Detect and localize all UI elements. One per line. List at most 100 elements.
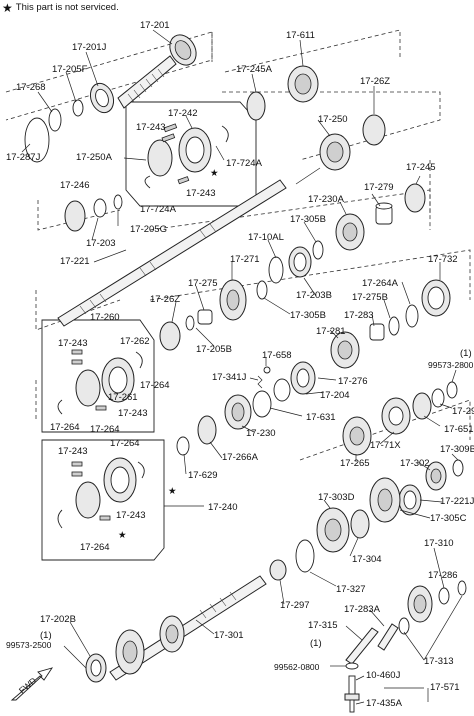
part-label: 17-264 <box>90 424 120 435</box>
hub-17-71X <box>381 397 411 435</box>
snap-ring-17-205G <box>113 194 123 210</box>
part-label: 17-243 <box>116 510 146 521</box>
fwd-arrow-icon: FWD <box>10 667 54 701</box>
part-label: 17-266A <box>222 452 259 463</box>
ring-17-286-side <box>457 580 467 596</box>
part-label: 17-279 <box>364 182 394 193</box>
ring-17-291 <box>431 388 445 408</box>
part-label: 17-341J <box>212 372 247 383</box>
ring-17-264A <box>405 304 419 328</box>
part-label: 17-264 <box>140 380 170 391</box>
reverse-idler-gear-17-286 <box>407 585 433 623</box>
part-label: 17-629 <box>188 470 218 481</box>
part-label: 17-315 <box>308 620 338 631</box>
part-label: 17-275 <box>188 278 218 289</box>
part-label: 17-205B <box>196 344 232 355</box>
part-label: 17-297 <box>280 600 310 611</box>
part-label: 17-261 <box>108 392 138 403</box>
ring-17-245 <box>404 183 426 213</box>
part-label: 17-732 <box>428 254 458 265</box>
gear-17-303D <box>316 507 350 553</box>
part-label: 17-262 <box>120 336 150 347</box>
washer-99562-0800 <box>345 662 359 670</box>
shaft-17-315 <box>345 627 379 665</box>
part-label: 17-245 <box>406 162 436 173</box>
ring-17-313 <box>398 617 410 635</box>
synchro-assembly-17-240 <box>57 457 145 529</box>
part-label: 17-724A <box>226 158 263 169</box>
ring-17-26Z-top <box>362 114 386 146</box>
gear-17-265 <box>342 416 372 456</box>
ring-17-327 <box>295 539 315 573</box>
part-label: 17-276 <box>338 376 368 387</box>
part-label: 10-460J <box>366 670 401 681</box>
star-icon: ★ <box>118 530 127 541</box>
part-label: 17-435A <box>366 698 403 709</box>
part-label: 17-265 <box>340 458 370 469</box>
part-label: (1) <box>310 638 322 649</box>
part-label: 17-201 <box>140 20 170 31</box>
gear-17-305C <box>369 477 401 523</box>
part-label: 17-230 <box>246 428 276 439</box>
part-label: 99562-0800 <box>274 662 320 672</box>
ring-17-275B <box>388 316 400 336</box>
part-label: 17-310 <box>424 538 454 549</box>
main-shaft-17-221 <box>57 179 287 327</box>
part-label: 17-26Z <box>150 294 180 305</box>
gear-17-230A <box>335 213 365 251</box>
part-label: 17-571 <box>430 682 460 693</box>
part-label: 17-301 <box>214 630 244 641</box>
ring-17-245A <box>246 91 266 121</box>
ring-17-629 <box>176 436 190 456</box>
part-label: 17-250A <box>76 152 113 163</box>
part-label: 17-631 <box>306 412 336 423</box>
synchro-assembly-17-242 <box>144 123 229 189</box>
part-label: 17-271 <box>230 254 260 265</box>
ring-17-10AL <box>268 256 284 284</box>
fwd-label: FWD <box>17 675 38 695</box>
needle-bearing-17-203 <box>93 198 107 218</box>
star-icon: ★ <box>2 0 13 15</box>
part-label: 17-651 <box>444 424 474 435</box>
part-label: 17-246 <box>60 180 90 191</box>
part-label: 17-243 <box>136 122 166 133</box>
part-label: 17-201J <box>72 42 107 53</box>
part-label: 17-260 <box>90 312 120 323</box>
countershaft-17-301 <box>109 575 267 681</box>
part-label: 17-205G <box>130 224 167 235</box>
ring-17-246 <box>64 200 86 232</box>
spring-17-341J <box>257 375 263 389</box>
gear-17-271 <box>219 279 247 321</box>
ring-17-305B-lower <box>256 280 268 300</box>
part-label: 99573-2500 <box>6 640 52 650</box>
bearing-17-221J <box>398 484 422 516</box>
ring-17-266A <box>197 415 217 445</box>
gear-17-302 <box>425 461 447 491</box>
gear-17-250 <box>319 133 351 171</box>
ring-17-631 <box>252 390 272 418</box>
gear-17-611 <box>287 65 319 103</box>
part-label: 17-203 <box>86 238 116 249</box>
part-label: 17-287J <box>6 152 41 163</box>
not-serviced-note-text: This part is not serviced. <box>15 2 119 13</box>
bearing-17-297 <box>269 559 287 581</box>
assembly-box-17-240 <box>41 439 165 561</box>
part-label: 17-240 <box>208 502 238 513</box>
ring-17-309B <box>452 459 464 477</box>
part-label: 17-724A <box>140 204 177 215</box>
ring-17-268 <box>48 108 62 132</box>
part-label: 17-264 <box>80 542 110 553</box>
ring-17-26Z <box>159 321 181 351</box>
ring-17-310 <box>438 587 450 605</box>
idler-shaft-17-283A <box>377 623 399 651</box>
input-shaft-17-201 <box>117 34 197 109</box>
sleeve-17-279 <box>375 202 393 225</box>
part-label: 17-203B <box>296 290 332 301</box>
ring-17-287J <box>24 117 50 163</box>
part-label: 17-26Z <box>360 76 390 87</box>
part-label: 17-71X <box>370 440 401 451</box>
part-label: 17-309B <box>440 444 474 455</box>
part-label: 17-305B <box>290 214 326 225</box>
part-label: 17-281 <box>316 326 346 337</box>
